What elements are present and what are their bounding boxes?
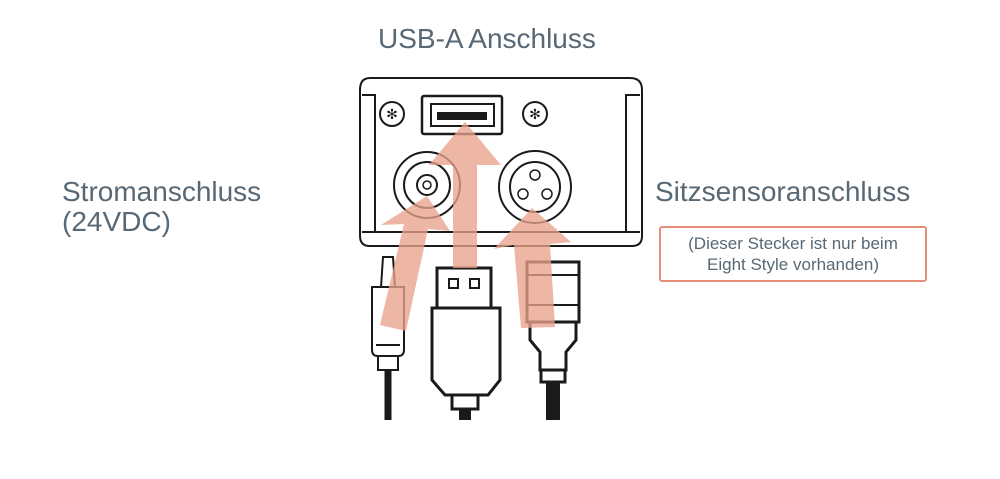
screw-icon: ✻ [379,101,405,127]
power-label-line1: Stromanschluss [62,176,262,207]
sensor-port-label: Sitzsensoranschluss [655,176,911,207]
note-line2: Eight Style vorhanden) [707,255,879,274]
screw-icon: ✻ [522,101,548,127]
connection-arrows [380,122,571,331]
usb-port-icon [420,94,504,136]
sensor-note-box: (Dieser Stecker ist nur beim Eight Style… [659,226,927,282]
power-arrow [380,196,450,331]
note-line1: (Dieser Stecker ist nur beim [688,234,898,253]
svg-text:✻: ✻ [386,107,398,123]
sensor-arrow [494,208,571,328]
usb-plug-icon [430,266,502,420]
power-label-line2: (24VDC) [62,206,171,237]
svg-text:✻: ✻ [529,107,541,123]
usb-port-label: USB-A Anschluss [378,23,596,54]
power-port-label: Stromanschluss (24VDC) [62,177,261,237]
usb-arrow [429,122,501,268]
